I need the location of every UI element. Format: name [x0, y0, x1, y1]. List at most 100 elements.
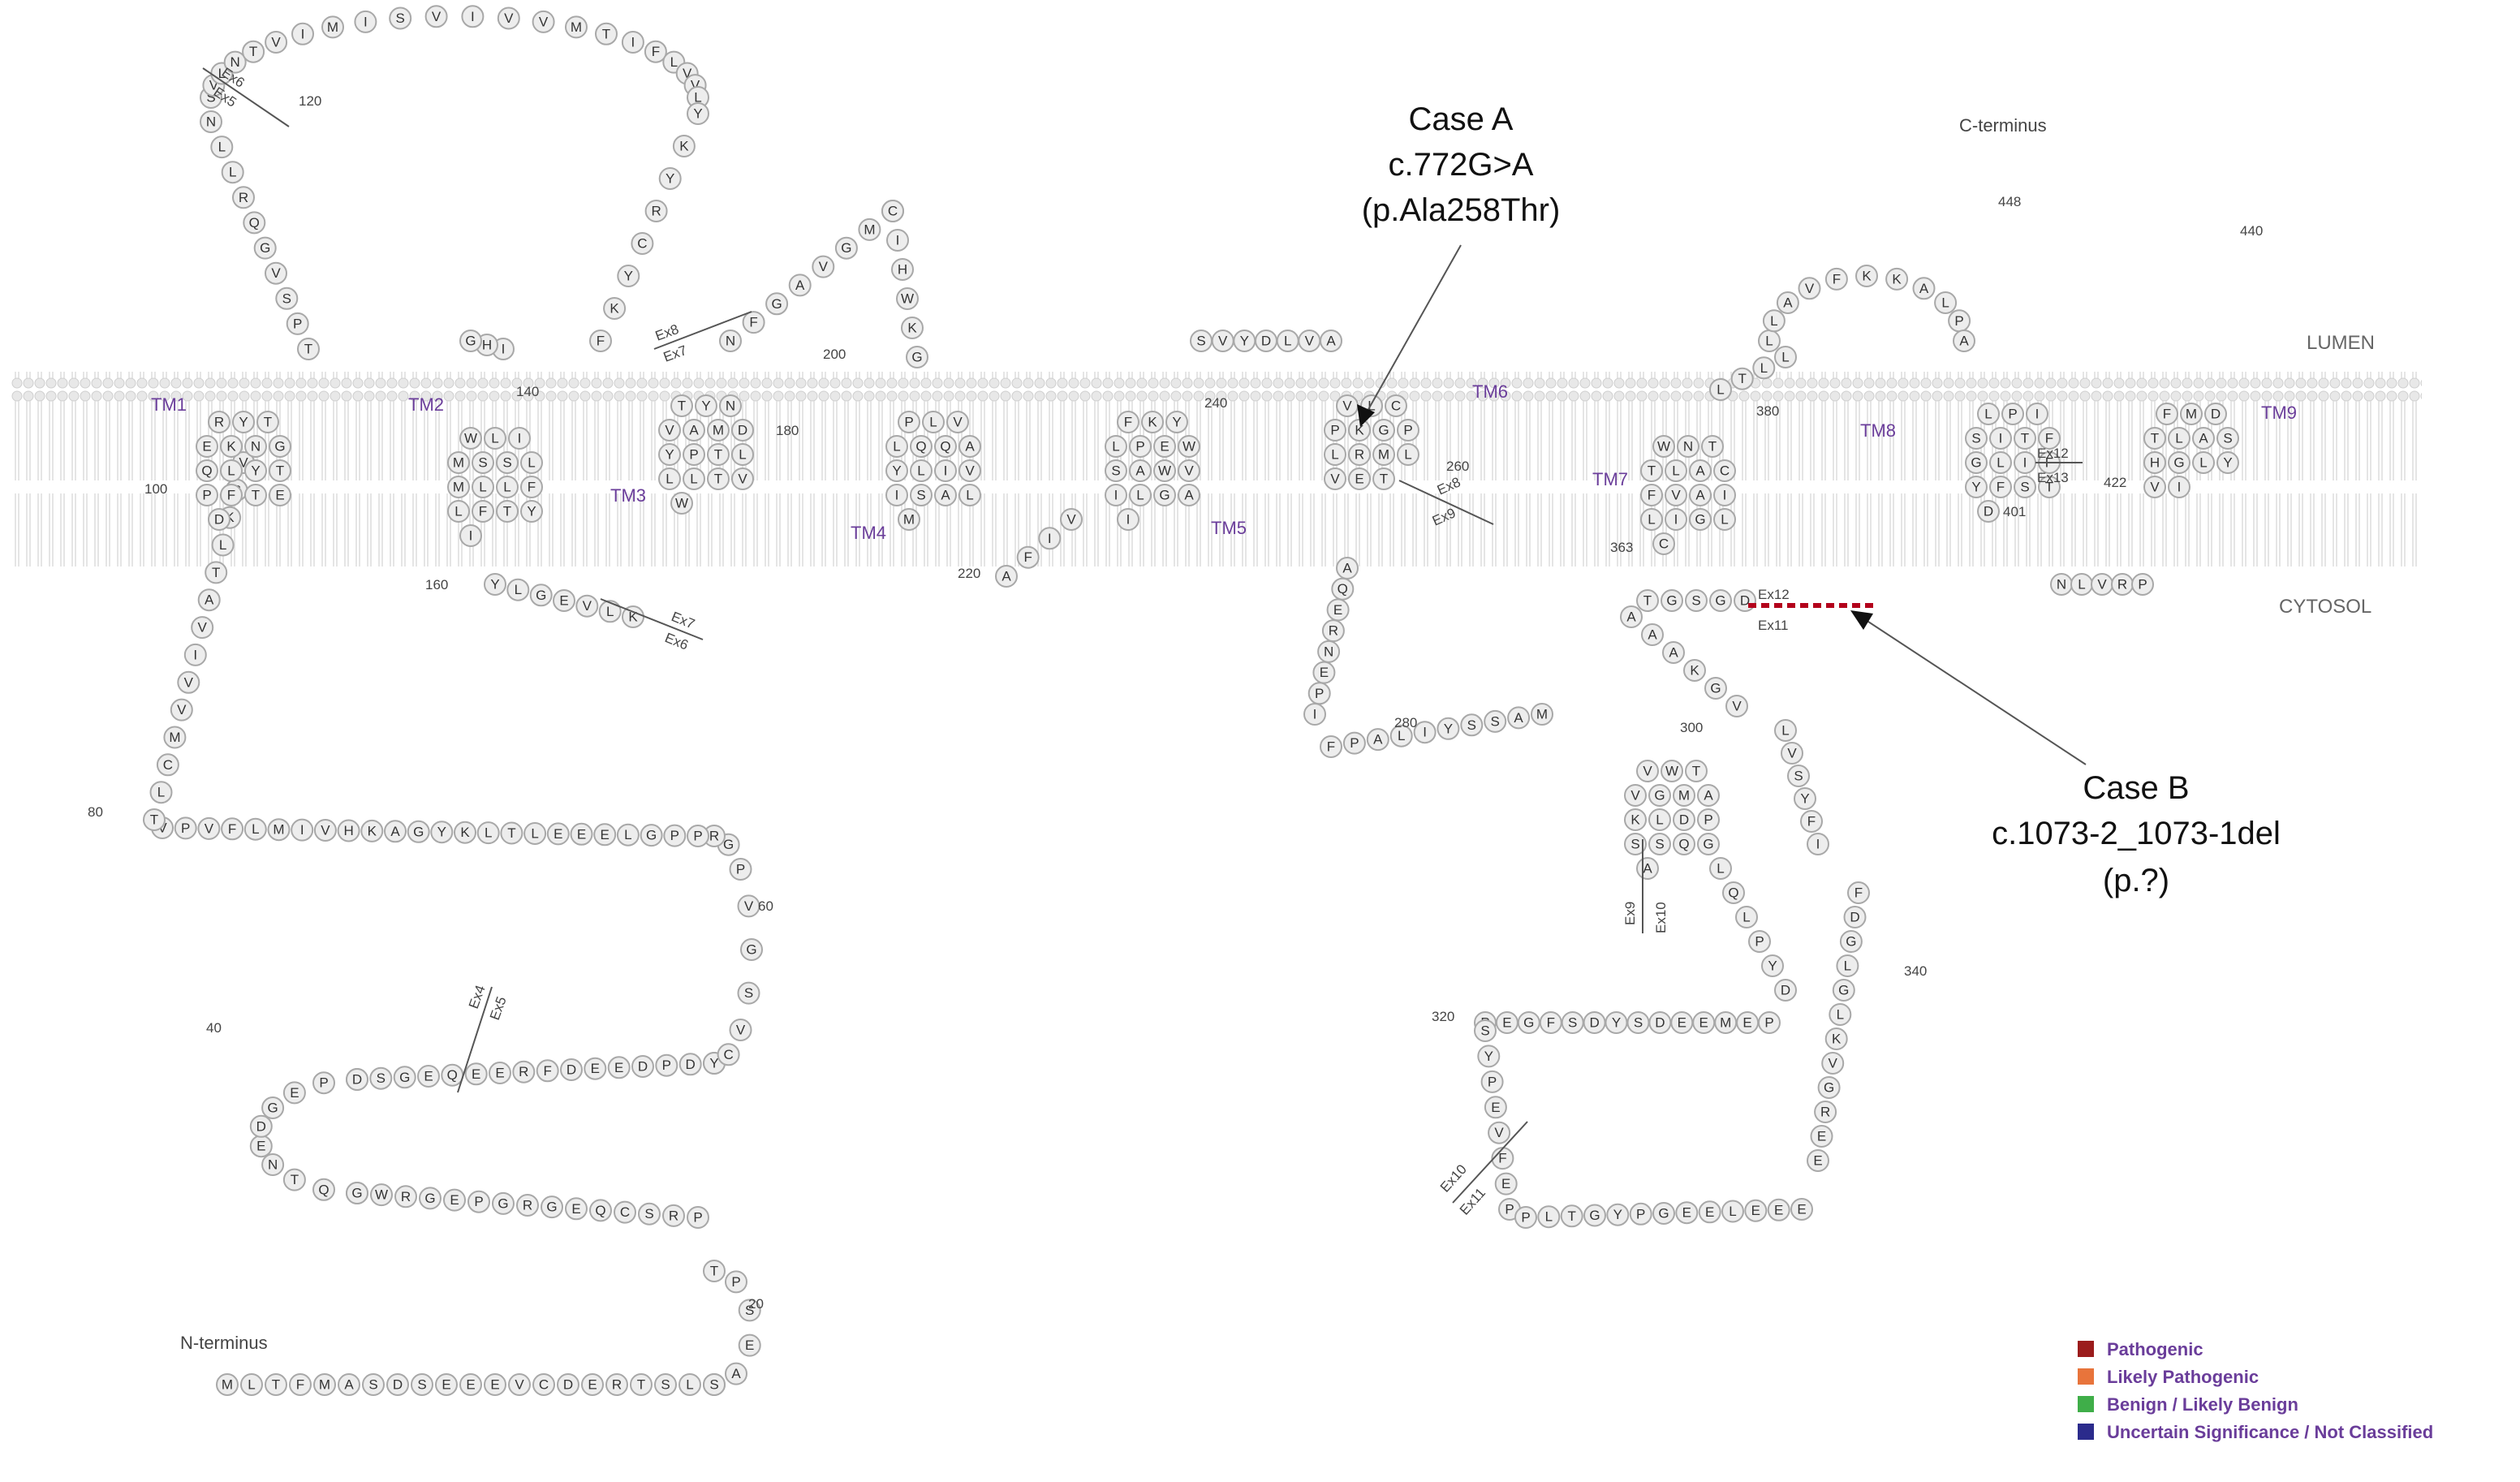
residue: Y	[695, 394, 717, 417]
residue: S	[1190, 330, 1213, 352]
residue: E	[484, 1373, 506, 1396]
svg-text:L: L	[929, 415, 937, 430]
residue: Y	[617, 265, 640, 287]
residue: H	[891, 258, 914, 281]
residue: D	[346, 1068, 368, 1091]
residue: I	[885, 484, 908, 506]
svg-text:G: G	[1846, 934, 1856, 950]
residue: L	[210, 136, 234, 159]
residue: R	[516, 1194, 539, 1217]
svg-text:M: M	[571, 19, 582, 35]
svg-text:Y: Y	[665, 447, 674, 463]
residue: T	[707, 467, 730, 490]
svg-text:V: V	[738, 472, 747, 487]
svg-text:S: S	[1491, 713, 1500, 729]
svg-text:R: R	[1329, 623, 1338, 639]
residue: L	[1735, 906, 1758, 928]
residue: Q	[1722, 881, 1745, 904]
svg-text:I: I	[2178, 480, 2182, 495]
residue: V	[1665, 484, 1687, 506]
svg-text:Q: Q	[1678, 837, 1689, 852]
residue-numbers: 20 40 60 80 100 120 140 160 180 200 220 …	[88, 93, 2263, 1312]
residue: I	[1038, 527, 1062, 550]
svg-text:E: E	[1817, 1129, 1826, 1144]
svg-text:D: D	[214, 512, 224, 528]
svg-text:D: D	[1261, 334, 1271, 349]
residue: T	[282, 1168, 306, 1191]
residue: Y	[687, 102, 709, 125]
residue: S	[1474, 1019, 1497, 1042]
residue: T	[297, 338, 320, 360]
case-b-annotation: Case B c.1073-2_1073-1del (p.?)	[1850, 610, 2281, 898]
residue: L	[520, 451, 543, 474]
residue: F	[221, 817, 244, 841]
svg-text:G: G	[1654, 788, 1665, 803]
residue: L	[447, 500, 470, 523]
residue: L	[220, 459, 243, 482]
svg-text:Y: Y	[1613, 1207, 1622, 1222]
residue: L	[1324, 443, 1346, 466]
residue: W	[1661, 760, 1683, 782]
residue: A	[1641, 623, 1664, 646]
residue: G	[407, 820, 430, 843]
residue: T	[2143, 427, 2166, 450]
residue: F	[1016, 545, 1040, 569]
residue: L	[1105, 435, 1127, 458]
svg-text:E: E	[1705, 1204, 1714, 1220]
residue: V	[729, 1019, 752, 1041]
residue: D	[249, 1114, 273, 1138]
residue: T	[1685, 760, 1708, 782]
residue: S	[369, 1066, 393, 1090]
residue-number: 260	[1446, 459, 1469, 474]
residue: M	[858, 218, 881, 241]
residue: G	[1661, 589, 1683, 612]
residue: D	[1843, 906, 1867, 928]
svg-text:G: G	[1710, 681, 1721, 696]
residue: Q	[1331, 577, 1355, 601]
residue: I	[459, 524, 482, 547]
residue: V	[265, 31, 288, 54]
svg-text:K: K	[1832, 1032, 1842, 1047]
residue-number: 200	[823, 347, 846, 362]
residue: I	[1665, 508, 1687, 531]
residue: V	[424, 5, 448, 28]
residue: A	[683, 419, 705, 442]
residue: Y	[1477, 1045, 1501, 1068]
residue: S	[738, 1299, 761, 1322]
svg-text:S: S	[1971, 431, 1980, 446]
svg-text:G: G	[1378, 423, 1389, 438]
svg-text:I: I	[2035, 407, 2040, 422]
residue: M	[1531, 703, 1553, 726]
residue: F	[220, 484, 243, 506]
residue-number: 448	[1998, 194, 2021, 209]
svg-text:W: W	[675, 496, 688, 511]
svg-text:G: G	[2173, 455, 2184, 471]
residue-number: 180	[776, 423, 799, 438]
svg-text:E: E	[202, 439, 211, 455]
svg-text:Y: Y	[1484, 1049, 1493, 1064]
residue: V	[1725, 695, 1748, 717]
svg-text:S: S	[502, 455, 511, 471]
svg-text:S: S	[1630, 837, 1639, 852]
residue: S	[1624, 833, 1647, 855]
svg-text:M: M	[222, 1377, 233, 1393]
residue: Q	[934, 435, 957, 458]
residue: G	[2168, 451, 2190, 474]
residue: Q	[910, 435, 933, 458]
residue: C	[1652, 532, 1675, 555]
svg-text:D: D	[256, 1118, 266, 1134]
residue: I	[1117, 508, 1139, 531]
residue: T	[269, 459, 291, 482]
svg-text:F: F	[1024, 549, 1032, 565]
svg-text:G: G	[399, 1070, 410, 1085]
residue: T	[143, 808, 166, 831]
residue: E	[196, 435, 218, 458]
svg-text:E: E	[591, 1061, 600, 1076]
svg-text:R: R	[709, 829, 719, 844]
residue: T	[703, 1260, 726, 1282]
svg-text:P: P	[689, 447, 698, 463]
tm6-label: TM6	[1472, 381, 1508, 402]
residue: K	[603, 297, 627, 320]
svg-text:Q: Q	[595, 1203, 605, 1218]
residue: H	[2143, 451, 2166, 474]
